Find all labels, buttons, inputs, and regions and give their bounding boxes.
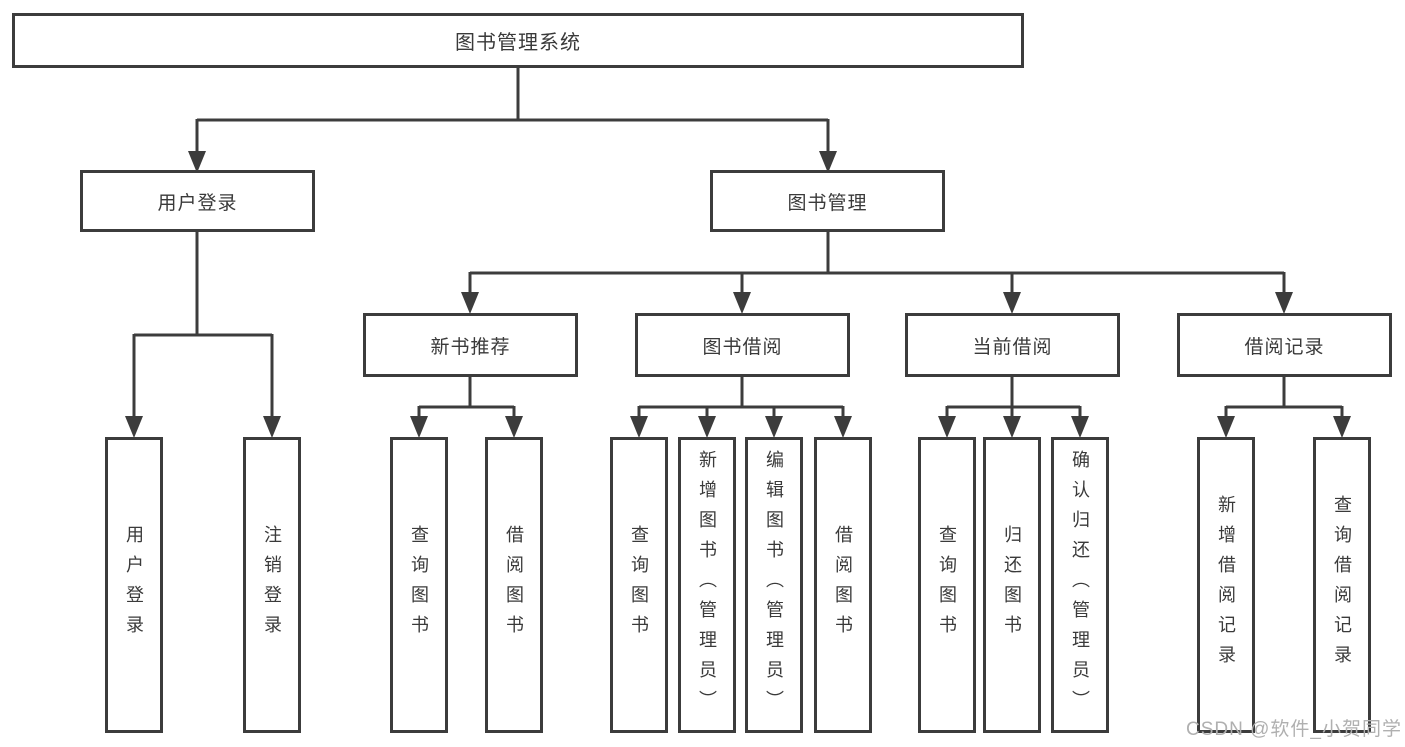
node-label: 新书推荐 [430,336,511,358]
node-label: 借阅记录 [1244,336,1325,358]
node-label: 查询图书 [409,525,429,645]
node-label: 注销登录 [262,525,282,645]
leaf-borrowing-add-books-admin: 新增图书（管理员） [678,437,736,733]
leaf-records-query-borrow-record: 查询借阅记录 [1313,437,1371,733]
node-borrowing-records: 借阅记录 [1177,313,1392,377]
leaf-borrowing-borrow-books: 借阅图书 [814,437,872,733]
node-label: 当前借阅 [972,336,1053,358]
node-label: 查询借阅记录 [1332,495,1352,675]
watermark-csdn: CSDN @软件_小贺同学 [1186,719,1402,740]
node-label: 归还图书 [1002,525,1022,645]
leaf-logout-login: 注销登录 [243,437,301,733]
leaf-borrowing-edit-books-admin: 编辑图书（管理员） [745,437,803,733]
node-label: 新增借阅记录 [1216,495,1236,675]
node-label: 新增图书（管理员） [697,450,717,720]
node-label: 用户登录 [124,525,144,645]
leaf-borrowing-query-books: 查询图书 [610,437,668,733]
leaf-newbook-borrow-books: 借阅图书 [485,437,543,733]
node-label: 查询图书 [629,525,649,645]
leaf-current-confirm-return-admin: 确认归还（管理员） [1051,437,1109,733]
node-label: 用户登录 [157,192,238,214]
node-library-management-system: 图书管理系统 [12,13,1024,68]
arrowhead-icons [125,151,1351,438]
leaf-newbook-query-books: 查询图书 [390,437,448,733]
node-new-book-recommendation: 新书推荐 [363,313,578,377]
node-book-management: 图书管理 [710,170,945,232]
node-current-borrowing: 当前借阅 [905,313,1120,377]
node-label: 图书借阅 [702,336,783,358]
node-label: 图书管理系统 [455,32,581,54]
leaf-user-login: 用户登录 [105,437,163,733]
leaf-records-add-borrow-record: 新增借阅记录 [1197,437,1255,733]
leaf-current-query-books: 查询图书 [918,437,976,733]
node-label: 确认归还（管理员） [1070,450,1090,720]
node-label: 借阅图书 [504,525,524,645]
node-user-login: 用户登录 [80,170,315,232]
node-book-borrowing: 图书借阅 [635,313,850,377]
node-label: 借阅图书 [833,525,853,645]
node-label: 编辑图书（管理员） [764,450,784,720]
node-label: 图书管理 [787,192,868,214]
leaf-current-return-books: 归还图书 [983,437,1041,733]
node-label: 查询图书 [937,525,957,645]
